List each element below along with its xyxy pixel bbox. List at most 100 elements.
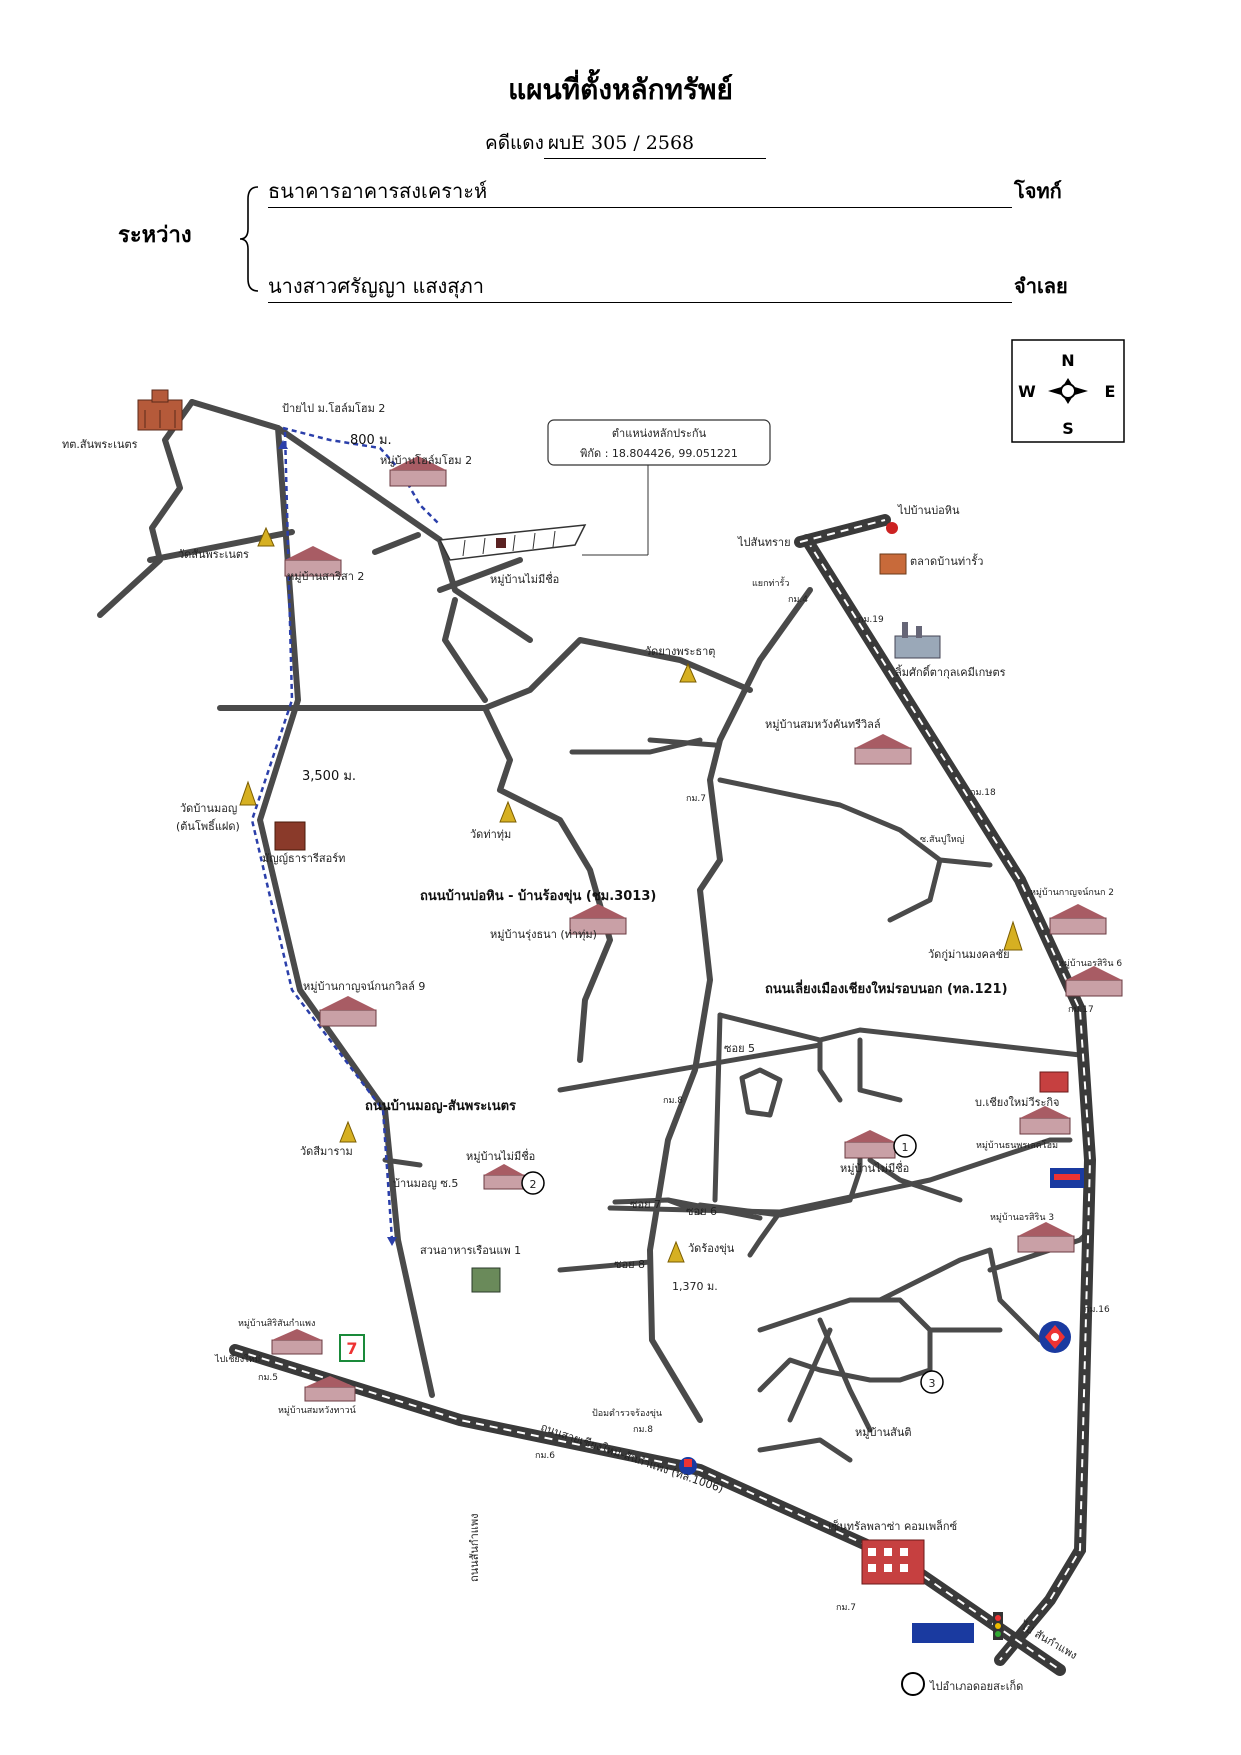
place-label: ไปสันทราย: [737, 536, 791, 549]
plaintiff-role: โจทก์: [1014, 179, 1062, 203]
place-label: ซ.สันปูใหญ่: [920, 834, 965, 845]
place-label: ลิ้มศักดิ์ตากุลเคมีเกษตร: [895, 664, 1006, 679]
temple-icon: [257, 526, 275, 547]
direction-pin-icon: [886, 522, 898, 534]
place-label: เซ็นทรัลพลาซ่า คอมเพล็กซ์: [828, 1519, 958, 1533]
place-label: หมู่บ้านรุ่งธนา (ท่าทุ่ม): [490, 928, 597, 941]
factory-icon: [894, 622, 941, 659]
route-branch: [282, 426, 441, 526]
place-label: วัดสีมาราม: [300, 1145, 353, 1158]
compass-s: S: [1062, 419, 1074, 438]
place-label: หมู่บ้านไม่มีชื่อ: [490, 571, 559, 586]
place-label: วัดสันพระเนตร: [178, 548, 249, 561]
road-name-label: ถนนบ้านบ่อหิน - บ้านร้องขุ่น (ชม.3013): [420, 888, 656, 904]
callout-2: 2: [521, 1171, 545, 1195]
place-label: หมู่บ้านสมหวังคันทรีวิลล์: [765, 718, 881, 731]
place-label: วัดยางพระธาตุ: [645, 645, 715, 658]
road-network: [97, 399, 1097, 1676]
callout-3: 3: [920, 1370, 944, 1394]
road-name-label: ถนนสันกำแพง: [468, 1514, 481, 1582]
place-label: ซอย 8: [614, 1258, 645, 1271]
village-icon: [304, 1376, 356, 1402]
place-label: กม.18: [970, 788, 996, 798]
collateral-title: ตำแหน่งหลักประกัน: [612, 427, 707, 440]
compass-w: W: [1018, 382, 1036, 401]
village-icon: [1065, 966, 1123, 997]
village-icon: [483, 1164, 525, 1190]
place-label: กม.17: [1068, 1005, 1094, 1015]
place-label: สวนอาหารเรือนแพ 1: [420, 1244, 521, 1257]
road-name-label: ถนนบ้านมอญ-สันพระเนตร: [365, 1098, 516, 1114]
temple-icon: [1003, 920, 1023, 951]
svg-text:1: 1: [902, 1141, 909, 1154]
place-label: กม.6: [535, 1451, 555, 1461]
case-number: ผบE 305 / 2568: [543, 128, 766, 159]
temple-icon: [667, 1240, 685, 1263]
place-label: ทต.สันพระเนตร: [62, 438, 138, 451]
place-label: หมู่บ้านไม่มีชื่อ: [466, 1148, 535, 1163]
village-icon: [319, 996, 377, 1027]
bank-sign-icon: [912, 1623, 974, 1643]
place-label: (ต้นโพธิ์แฝด): [176, 818, 240, 833]
village-icon: [389, 456, 447, 487]
village-icon: [844, 1130, 896, 1159]
distance-label: 800 ม.: [350, 433, 392, 448]
place-label: กม.7: [836, 1603, 856, 1613]
police-box-icon: [679, 1457, 697, 1475]
road-segment: [557, 1042, 823, 1093]
place-label: หมู่บ้านสิริสันกำแพง: [238, 1318, 315, 1329]
village-icon: [854, 734, 912, 765]
place-label: ไปอำเภอดอยสะเก็ด: [929, 1679, 1023, 1693]
svg-text:7: 7: [346, 1339, 357, 1358]
village-icon: [271, 1329, 323, 1355]
collateral-coordinates: พิกัด : 18.804426, 99.051221: [580, 447, 738, 460]
distance-label: 1,370 ม.: [672, 1280, 718, 1293]
route-arrow-icon: [387, 1237, 397, 1246]
brace-icon: [239, 186, 259, 292]
temple-icon: [239, 780, 257, 806]
place-label: ตลาดบ้านท่ารั้ว: [910, 553, 983, 568]
place-label: กม.16: [1084, 1305, 1110, 1315]
place-label: แยกท่ารั้ว: [752, 576, 789, 589]
place-label: หมู่บ้านกาญจน์กนก 2: [1030, 886, 1114, 898]
place-label: ซอย 7: [630, 1198, 661, 1211]
gas-station-icon: [1039, 1321, 1071, 1353]
compass-e: E: [1105, 382, 1116, 401]
place-label: วัดท่าทุ่ม: [470, 828, 511, 841]
collateral-callout: ตำแหน่งหลักประกัน พิกัด : 18.804426, 99.…: [547, 419, 771, 466]
temple-icon: [679, 662, 697, 683]
place-label: บ้านมอญ ซ.5: [393, 1177, 458, 1190]
place-label: กม.8: [633, 1425, 653, 1435]
place-label: กม.19: [858, 615, 884, 625]
callout-1: 1: [893, 1134, 917, 1158]
village-icon: [1017, 1222, 1075, 1253]
place-label: ซอย 6: [686, 1205, 717, 1218]
defendant-name: นางสาวศรัญญา แสงสุภา: [268, 270, 1012, 303]
circle-marker-icon: [901, 1672, 925, 1696]
village-icon: [1049, 904, 1107, 935]
place-label: หมู่บ้านสาริสา 2: [287, 570, 364, 583]
place-label: หมู่บ้านโฮล์มโฮม 2: [380, 453, 472, 467]
restaurant-icon: [471, 1267, 501, 1293]
collateral-parcel: [438, 462, 649, 561]
place-label: กม.5: [258, 1373, 278, 1383]
place-label: ไปเชียงใหม่: [214, 1354, 260, 1365]
page-title: แผนที่ตั้งหลักทรัพย์: [508, 73, 733, 106]
place-label: กม.7: [686, 794, 706, 804]
market-icon: [879, 553, 907, 575]
route-arrow-icon: [278, 440, 288, 449]
place-label: วัดกู่ม่านมงคลชัย: [928, 948, 1010, 961]
plaintiff-name: ธนาคารอาคารสงเคราะห์: [268, 175, 1012, 208]
village-icon: [1019, 1106, 1071, 1135]
temple-icon: [339, 1120, 357, 1143]
place-label: ไปบ้านบ่อหิน: [897, 504, 960, 517]
place-label: หมู่บ้านสมหวังทาวน์: [278, 1404, 356, 1416]
place-label: ป้อมตำรวจร้องขุ่น: [592, 1408, 662, 1419]
compass-rose-icon: N S E W: [1011, 339, 1125, 443]
village-icon: [284, 546, 342, 577]
place-label: หมู่บ้านธนพรเลคโฮม: [976, 1140, 1058, 1151]
place-label: ซอย 5: [724, 1042, 755, 1055]
pepsi-sign-icon: [1050, 1168, 1084, 1188]
case-number-line: คดีแดงผบE 305 / 2568: [485, 128, 766, 159]
temple-icon: [499, 800, 517, 823]
